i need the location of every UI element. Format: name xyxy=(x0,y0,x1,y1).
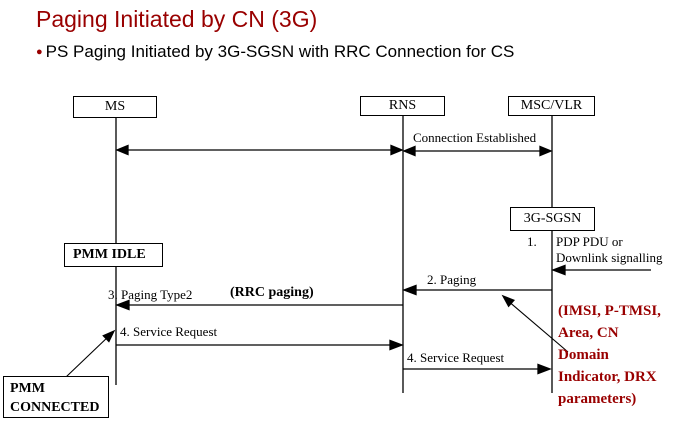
arrowhead-left-ms xyxy=(115,144,129,156)
arrowhead-right-rns xyxy=(390,144,404,156)
arrowhead-paging xyxy=(402,284,417,296)
entity-box-msc-vlr: MSC/VLR xyxy=(508,96,595,116)
pmm-connected-arrowhead xyxy=(102,329,116,343)
annotation-line-2: Area, CN xyxy=(558,325,619,341)
label-step1-line1: PDP PDU or xyxy=(556,234,623,249)
arrowhead-service-request-1 xyxy=(389,339,404,351)
label-step3-paging-type2: 3. Paging Type2 xyxy=(108,287,193,302)
label-step4-service-request-rns-sgsn: 4. Service Request xyxy=(407,350,505,365)
annotation-line-1: (IMSI, P-TMSI, xyxy=(558,303,661,319)
entity-box-3g-sgsn: 3G-SGSN xyxy=(510,207,595,231)
label-step4-service-request-ms-rns: 4. Service Request xyxy=(120,324,218,339)
pmm-connected-line2: CONNECTED xyxy=(10,400,100,415)
bullet-icon: ● xyxy=(36,45,43,58)
arrowhead-left-rns xyxy=(402,145,416,157)
arrowhead-service-request-2 xyxy=(537,363,552,375)
arrowhead-pdp xyxy=(551,264,566,276)
arrowhead-paging-type2 xyxy=(115,299,130,311)
state-box-pmm-connected: PMM CONNECTED xyxy=(3,376,109,418)
slide-title: Paging Initiated by CN (3G) xyxy=(36,6,318,32)
annotation-line-3: Domain xyxy=(558,347,609,363)
state-box-pmm-idle: PMM IDLE xyxy=(64,243,163,267)
annotation-arrowhead xyxy=(501,294,516,308)
annotation-line-5: parameters) xyxy=(558,391,637,407)
label-step1-number: 1. xyxy=(527,234,537,249)
pmm-connected-arrow-line xyxy=(65,334,111,378)
bullet-text: PS Paging Initiated by 3G-SGSN with RRC … xyxy=(45,42,515,61)
label-step3-rrc-paging-note: (RRC paging) xyxy=(230,285,314,300)
bullet-line: ● PS Paging Initiated by 3G-SGSN with RR… xyxy=(36,42,514,62)
pmm-connected-line1: PMM xyxy=(10,381,45,396)
label-step2-paging: 2. Paging xyxy=(427,272,477,287)
entity-box-ms: MS xyxy=(73,96,157,118)
arrowhead-right-msc xyxy=(539,145,553,157)
annotation-imsi-parameters: (IMSI, P-TMSI, Area, CN Domain Indicator… xyxy=(558,300,691,410)
label-connection-established: Connection Established xyxy=(413,130,537,145)
label-step1-line2: Downlink signalling xyxy=(556,250,663,265)
annotation-arrow-line xyxy=(506,299,569,353)
annotation-line-4: Indicator, DRX xyxy=(558,369,657,385)
entity-box-rns: RNS xyxy=(360,96,445,116)
